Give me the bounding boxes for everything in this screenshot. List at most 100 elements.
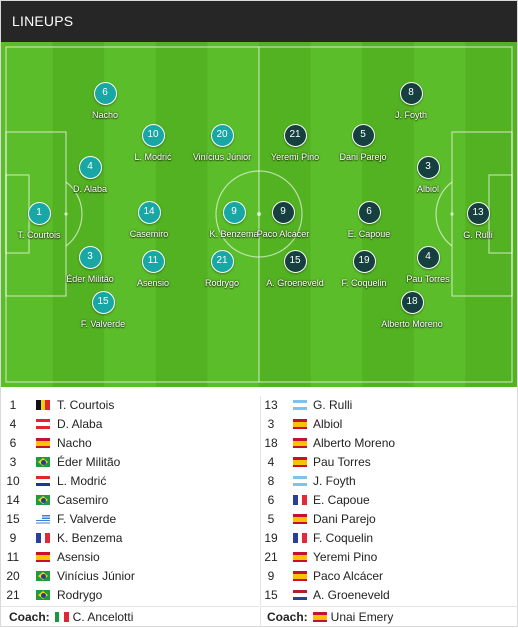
player-name: Dani Parejo — [313, 512, 376, 526]
shirt-number-disc: 6 — [357, 201, 381, 224]
shirt-number: 3 — [9, 455, 17, 469]
shirt-number: 5 — [267, 512, 275, 526]
shirt-number: 15 — [264, 588, 278, 602]
brazil-flag-icon — [36, 590, 50, 600]
spain-flag-icon — [293, 552, 307, 562]
shirt-number-disc: 9 — [222, 201, 246, 224]
shirt-number-disc: 15 — [91, 291, 115, 314]
uruguay-flag-icon — [36, 514, 50, 524]
shirt-number-disc: 19 — [352, 250, 376, 273]
shirt-number-disc: 4 — [78, 156, 102, 179]
shirt-number: 1 — [9, 398, 17, 412]
away-coach-name: Unai Emery — [330, 610, 394, 624]
shirt-number-disc: 5 — [351, 124, 375, 147]
shirt-number-disc: 20 — [210, 124, 234, 147]
lineup-row[interactable]: 4 D. Alaba — [1, 415, 259, 434]
lineup-row[interactable]: 1 T. Courtois — [1, 396, 259, 415]
player-name: Asensio — [57, 550, 100, 564]
player-name: A. Groeneveld — [313, 588, 390, 602]
shirt-number: 14 — [6, 493, 20, 507]
player-name: J. Foyth — [313, 474, 356, 488]
shirt-number-disc: 8 — [399, 82, 423, 105]
lineup-row[interactable]: 5 Dani Parejo — [261, 510, 518, 529]
pitch-player-name: Alberto Moreno — [381, 319, 443, 329]
player-name: G. Rulli — [313, 398, 353, 412]
shirt-number: 18 — [264, 436, 278, 450]
pitch-player-name: Éder Militão — [66, 274, 114, 284]
home-coach-name: C. Ancelotti — [72, 610, 134, 624]
player-name: Alberto Moreno — [313, 436, 396, 450]
shirt-number: 6 — [9, 436, 17, 450]
shirt-number-disc: 3 — [78, 246, 102, 269]
lineup-row[interactable]: 14 Casemiro — [1, 491, 259, 510]
player-name: Yeremi Pino — [313, 550, 378, 564]
lineup-row[interactable]: 8 J. Foyth — [261, 472, 518, 491]
france-flag-icon — [293, 495, 307, 505]
lineup-row[interactable]: 11 Asensio — [1, 548, 259, 567]
player-name: D. Alaba — [57, 417, 103, 431]
pitch-player-name: G. Rulli — [463, 230, 493, 240]
lineup-row[interactable]: 15 A. Groeneveld — [261, 586, 518, 605]
player-name: Paco Alcácer — [313, 569, 384, 583]
lineup-row[interactable]: 6 Nacho — [1, 434, 259, 453]
spain-flag-icon — [293, 419, 307, 429]
player-name: Pau Torres — [313, 455, 371, 469]
brazil-flag-icon — [36, 571, 50, 581]
player-name: Casemiro — [57, 493, 109, 507]
shirt-number: 11 — [6, 550, 20, 564]
spain-flag-icon — [293, 514, 307, 524]
shirt-number-disc: 6 — [93, 82, 117, 105]
shirt-number-disc: 14 — [137, 201, 161, 224]
shirt-number-disc: 15 — [283, 250, 307, 273]
lineup-row[interactable]: 18 Alberto Moreno — [261, 434, 518, 453]
shirt-number: 8 — [267, 474, 275, 488]
pitch-player-name: L. Modrić — [134, 152, 172, 162]
home-pitch-player[interactable]: 4 D. Alaba — [45, 156, 135, 194]
away-pitch-player[interactable]: 6 E. Capoue — [324, 201, 414, 239]
pitch-player-name: D. Alaba — [72, 184, 108, 194]
shirt-number: 4 — [9, 417, 17, 431]
home-pitch-player[interactable]: 9 K. Benzema — [189, 201, 279, 239]
pitch-player-name: E. Capoue — [347, 229, 391, 239]
pitch-player-name: K. Benzema — [209, 229, 259, 239]
shirt-number-disc: 21 — [283, 124, 307, 147]
player-name: Nacho — [57, 436, 92, 450]
shirt-number: 21 — [6, 588, 20, 602]
player-name: T. Courtois — [57, 398, 115, 412]
